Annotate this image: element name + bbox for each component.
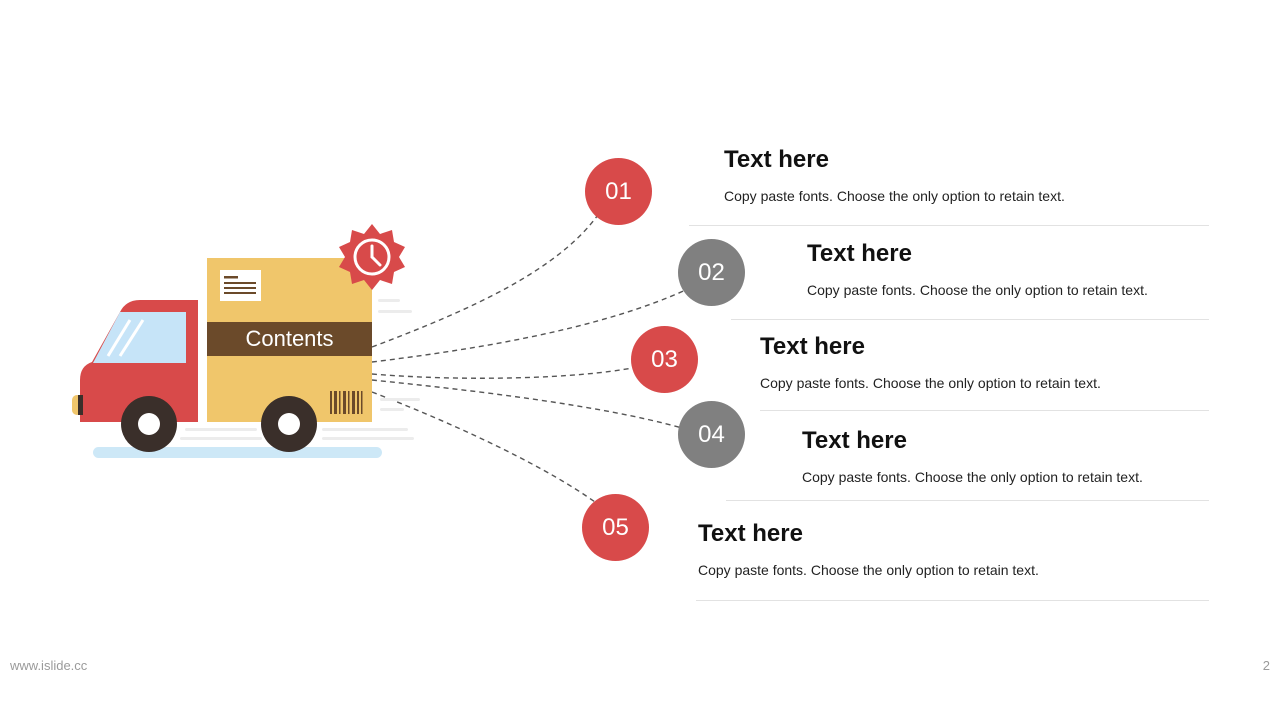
item-01: Text here Copy paste fonts. Choose the o… [724, 146, 1065, 204]
divider [726, 500, 1209, 501]
item-title: Text here [807, 240, 912, 267]
item-description: Copy paste fonts. Choose the only option… [802, 469, 1143, 485]
connector-line-02 [371, 287, 691, 363]
item-title: Text here [698, 520, 803, 547]
item-05: Text here Copy paste fonts. Choose the o… [698, 520, 1039, 578]
connector-line-04 [371, 379, 683, 429]
ground-shadow [93, 447, 382, 458]
item-description: Copy paste fonts. Choose the only option… [760, 375, 1101, 391]
connector-line-01 [371, 211, 601, 348]
divider [696, 600, 1209, 601]
item-description: Copy paste fonts. Choose the only option… [807, 282, 1148, 298]
item-03: Text here Copy paste fonts. Choose the o… [760, 333, 1101, 391]
barcode-icon [330, 391, 363, 414]
item-title: Text here [802, 427, 907, 454]
number-circle-02: 02 [678, 239, 745, 306]
connector-line-05 [371, 391, 596, 503]
connector-line-03 [371, 367, 633, 379]
number-circle-04: 04 [678, 401, 745, 468]
rear-wheel [261, 396, 317, 452]
divider [731, 319, 1209, 320]
box-label: Contents [245, 326, 334, 351]
number-circle-05: 05 [582, 494, 649, 561]
cargo-band [207, 322, 372, 356]
item-description: Copy paste fonts. Choose the only option… [724, 188, 1065, 204]
footer-url: www.islide.cc [10, 658, 88, 673]
item-title: Text here [724, 146, 829, 173]
front-wheel [121, 396, 177, 452]
page-number: 2 [1262, 658, 1270, 673]
item-description: Copy paste fonts. Choose the only option… [698, 562, 1039, 578]
item-title: Text here [760, 333, 865, 360]
item-02: Text here Copy paste fonts. Choose the o… [807, 240, 1148, 298]
shipping-label-icon [220, 270, 261, 301]
item-04: Text here Copy paste fonts. Choose the o… [802, 427, 1143, 485]
divider [689, 225, 1209, 226]
truck-window [93, 312, 186, 363]
number-circle-01: 01 [585, 158, 652, 225]
number-circle-03: 03 [631, 326, 698, 393]
connector-lines [371, 211, 691, 503]
speed-lines [180, 299, 420, 440]
divider [760, 410, 1209, 411]
clock-icon [339, 224, 405, 290]
